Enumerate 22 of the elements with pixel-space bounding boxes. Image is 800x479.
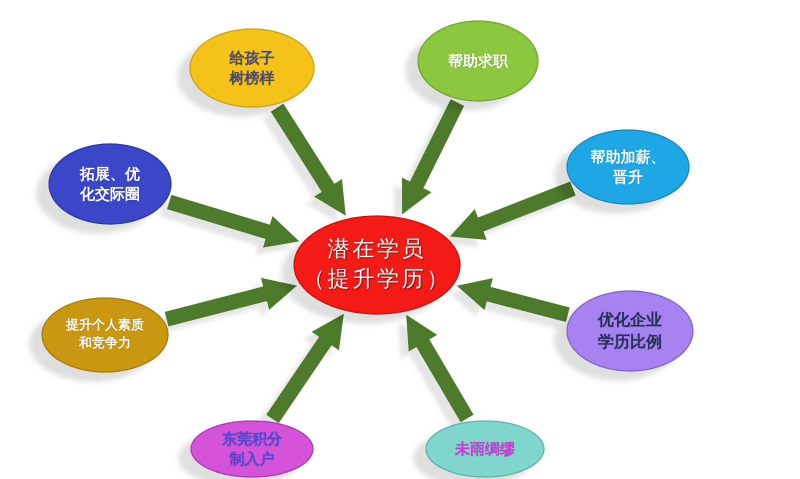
ellipse-node — [190, 420, 314, 478]
arrow — [454, 278, 570, 322]
ellipse-node — [425, 420, 545, 478]
ellipse-node — [293, 215, 461, 315]
node-label: 拓展、优化交际圈 — [78, 164, 141, 204]
ellipse-node — [48, 143, 172, 225]
node-label: 帮助加薪、晋升 — [590, 146, 666, 188]
node-label: 优化企业学历比例 — [596, 309, 663, 353]
node-label: 帮助求职 — [448, 50, 508, 72]
ellipse-node — [189, 28, 315, 108]
node-label: 东莞积分制入户 — [221, 428, 283, 470]
node-label: 潜在学员 — [328, 236, 426, 264]
node-label: 未雨绸缪 — [455, 438, 515, 460]
node-label: 给孩子树榜样 — [228, 48, 276, 88]
arrow — [167, 194, 302, 249]
ellipse-node — [566, 290, 694, 372]
ellipse-node — [41, 297, 169, 373]
ellipse-node — [566, 129, 690, 205]
ellipse-node — [417, 20, 539, 102]
arrow — [164, 278, 299, 326]
node-label: （提升学历） — [303, 266, 451, 294]
node-label: 提升个人素质和竞争力 — [64, 317, 145, 353]
